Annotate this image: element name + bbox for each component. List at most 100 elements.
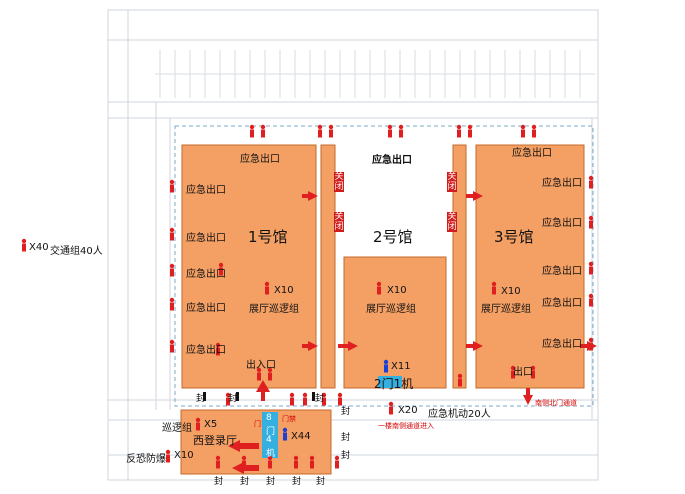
registration-hall-area: [180, 409, 332, 475]
seal-label-9: 封: [266, 477, 276, 487]
security-count: X44: [291, 431, 311, 442]
guard-icon: [388, 401, 394, 415]
hall-1-entrance: 出入口: [246, 360, 276, 371]
guard-icon: [387, 124, 393, 138]
guard-icon: [241, 455, 247, 469]
hall-1-patrol-count: X10: [274, 285, 294, 296]
guard-icon: [215, 455, 221, 469]
guard-icon: [289, 392, 295, 406]
hall-1-exit-left-3: 应急出口: [186, 269, 226, 280]
hall-1-corridor: [320, 144, 336, 389]
guard-icon: [267, 367, 273, 381]
parking-area: [155, 50, 595, 98]
guard-icon: [588, 261, 594, 275]
hall-3-name: 3号馆: [494, 228, 534, 246]
hall-1-patrol-group: 展厅巡逻组: [249, 304, 299, 315]
gate-number-3: 4: [266, 435, 272, 445]
guard-icon: [169, 339, 175, 353]
guard-icon: [531, 124, 537, 138]
guard-icon: [467, 124, 473, 138]
guard-icon: [218, 262, 224, 276]
hall-1-exit-left-4: 应急出口: [186, 303, 226, 314]
machine-label: 2门1机: [374, 377, 414, 391]
guard-icon: [334, 455, 340, 469]
hall-3-exit-right-3: 应急出口: [542, 266, 582, 277]
legend-traffic-group: 交通组40人: [50, 246, 103, 257]
antiterror-count: X10: [174, 450, 194, 461]
patrol-left-count: X5: [204, 419, 218, 430]
guard-icon: [456, 124, 462, 138]
hall-3-exit-right-4: 应急出口: [542, 298, 582, 309]
guard-icon: [588, 175, 594, 189]
hall-3-exit: 出口: [513, 367, 533, 378]
guard-icon: [520, 124, 526, 138]
corridor-note: 一楼南侧通道进入: [378, 422, 434, 430]
guard-icon: [491, 281, 497, 295]
hall-2-exit-top: 应急出口: [372, 155, 412, 166]
guard-icon: [169, 297, 175, 311]
guard-icon: [337, 392, 343, 406]
hall-2-name: 2号馆: [373, 228, 413, 246]
closed-label-2: 关闭: [334, 212, 344, 232]
guard-icon: [169, 227, 175, 241]
security-perimeter: [174, 125, 594, 407]
guard-icon: [457, 373, 463, 387]
guard-icon: [21, 238, 27, 252]
seal-label-1: 封: [196, 394, 206, 404]
hall-3-exit-top: 应急出口: [512, 148, 552, 159]
hall-1-exit-left-5: 应急出口: [186, 345, 226, 356]
guard-icon: [264, 281, 270, 295]
guard-icon: [588, 293, 594, 307]
guard-icon: [588, 337, 594, 351]
guard-icon: [215, 342, 221, 356]
road-note: 南侧北门通道: [535, 399, 577, 407]
seal-label-4: 封: [341, 407, 351, 417]
guard-icon: [328, 124, 334, 138]
seal-label-6: 封: [341, 451, 351, 461]
guard-icon: [169, 263, 175, 277]
hall-3: [475, 144, 585, 389]
seal-label-5: 封: [341, 433, 351, 443]
seal-label-11: 封: [316, 477, 326, 487]
closed-label-3: 关闭: [447, 172, 457, 192]
registration-hall-name: 西登录厅: [193, 434, 237, 447]
guard-icon: [256, 367, 262, 381]
gate-bars: [203, 392, 315, 401]
seal-label-10: 封: [292, 477, 302, 487]
guard-icon: [249, 124, 255, 138]
guard-icon: [302, 392, 308, 406]
guard-icon: [376, 281, 382, 295]
seal-label-3: 封: [315, 394, 325, 404]
gate-number-2: 门: [266, 427, 276, 437]
hall-3-exit-right-2: 应急出口: [542, 218, 582, 229]
hall-2: [343, 256, 447, 389]
guard-icon: [510, 365, 516, 379]
emergency-motor-count: X20: [398, 405, 418, 416]
hall-1: [181, 144, 317, 389]
gate-block: [262, 412, 278, 458]
antiterror-label: 反恐防爆: [126, 454, 166, 465]
hall-1-exit-left-1: 应急出口: [186, 185, 226, 196]
guard-icon: [398, 124, 404, 138]
guard-icon: [309, 455, 315, 469]
hall-1-name: 1号馆: [248, 228, 288, 246]
seal-label-2: 封: [228, 394, 238, 404]
closed-label-4: 关闭: [447, 212, 457, 232]
blue-guard-icons: [282, 359, 389, 441]
closed-label-1: 关闭: [334, 172, 344, 192]
guard-icon: [260, 124, 266, 138]
hall-2-patrol-group: 展厅巡逻组: [366, 304, 416, 315]
blue-guard-icon: [282, 427, 288, 441]
hall-2-count: X11: [391, 361, 411, 372]
guard-icon: [165, 449, 171, 463]
guard-icon: [195, 417, 201, 431]
hall-2-patrol-count: X10: [387, 285, 407, 296]
door-label: 门禁: [282, 415, 296, 423]
hall-1-exit-top: 应急出口: [240, 154, 280, 165]
guard-icon: [588, 215, 594, 229]
guard-icon: [293, 455, 299, 469]
guard-icon: [317, 124, 323, 138]
emergency-motor-label: 应急机动20人: [428, 409, 491, 420]
hall-1-exit-left-2: 应急出口: [186, 233, 226, 244]
